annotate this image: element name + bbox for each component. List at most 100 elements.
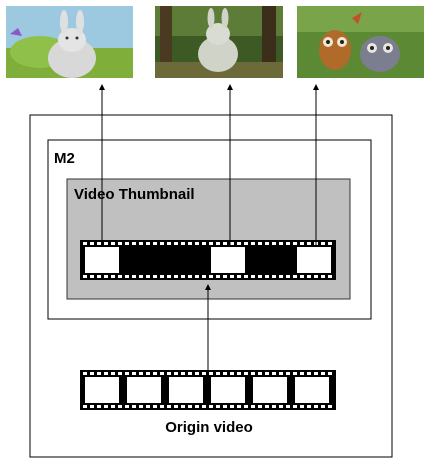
film-perforation <box>307 405 311 408</box>
selected-frame-2 <box>211 247 245 273</box>
film-perforation <box>237 372 241 375</box>
film-perforation <box>307 372 311 375</box>
film-perforation <box>230 275 234 278</box>
film-perforation <box>300 242 304 245</box>
filmstrip-perforations-top <box>83 372 332 375</box>
film-perforation <box>251 275 255 278</box>
film-perforation <box>146 242 150 245</box>
origin-video-label: Origin video <box>165 419 253 436</box>
film-perforation <box>125 275 129 278</box>
film-perforation <box>146 405 150 408</box>
film-perforation <box>314 405 318 408</box>
film-perforation <box>230 372 234 375</box>
film-perforation <box>202 275 206 278</box>
film-perforation <box>321 372 325 375</box>
film-perforation <box>83 405 87 408</box>
film-perforation <box>153 275 157 278</box>
film-perforation <box>132 242 136 245</box>
film-perforation <box>90 275 94 278</box>
film-perforation <box>258 372 262 375</box>
film-perforation <box>118 275 122 278</box>
film-perforation <box>202 242 206 245</box>
film-perforation <box>293 275 297 278</box>
filmstrip-perforations-bottom <box>83 405 332 408</box>
film-perforation <box>223 242 227 245</box>
film-perforation <box>223 275 227 278</box>
film-perforation <box>251 405 255 408</box>
film-perforation <box>328 242 332 245</box>
film-perforation <box>293 405 297 408</box>
film-perforation <box>230 242 234 245</box>
film-perforation <box>125 242 129 245</box>
origin-frame <box>295 377 329 403</box>
film-perforation <box>160 275 164 278</box>
origin-frame <box>253 377 287 403</box>
film-perforation <box>258 275 262 278</box>
film-perforation <box>216 275 220 278</box>
film-perforation <box>300 405 304 408</box>
film-perforation <box>139 372 143 375</box>
film-perforation <box>188 372 192 375</box>
film-perforation <box>251 372 255 375</box>
film-perforation <box>83 275 87 278</box>
film-perforation <box>209 405 213 408</box>
film-perforation <box>111 275 115 278</box>
film-perforation <box>237 242 241 245</box>
film-perforation <box>293 242 297 245</box>
film-perforation <box>272 275 276 278</box>
origin-frame <box>127 377 161 403</box>
film-perforation <box>307 242 311 245</box>
film-perforation <box>209 242 213 245</box>
film-perforation <box>153 405 157 408</box>
film-perforation <box>174 275 178 278</box>
video-thumbnail-label: Video Thumbnail <box>74 186 195 203</box>
film-perforation <box>328 275 332 278</box>
film-perforation <box>223 372 227 375</box>
film-perforation <box>216 405 220 408</box>
film-perforation <box>286 275 290 278</box>
film-perforation <box>181 242 185 245</box>
film-perforation <box>321 405 325 408</box>
film-perforation <box>188 405 192 408</box>
origin-frame <box>85 377 119 403</box>
film-perforation <box>97 275 101 278</box>
film-perforation <box>90 242 94 245</box>
film-perforation <box>153 372 157 375</box>
film-perforation <box>293 372 297 375</box>
film-perforation <box>146 372 150 375</box>
film-perforation <box>146 275 150 278</box>
film-perforation <box>202 372 206 375</box>
film-perforation <box>132 372 136 375</box>
m2-label: M2 <box>54 150 75 167</box>
film-perforation <box>118 372 122 375</box>
film-perforation <box>160 242 164 245</box>
film-perforation <box>139 405 143 408</box>
film-perforation <box>279 242 283 245</box>
film-perforation <box>216 242 220 245</box>
film-perforation <box>104 405 108 408</box>
film-perforation <box>125 405 129 408</box>
film-perforation <box>223 405 227 408</box>
filmstrip-perforations-bottom <box>83 275 332 278</box>
film-perforation <box>202 405 206 408</box>
film-perforation <box>265 405 269 408</box>
film-perforation <box>321 242 325 245</box>
film-perforation <box>209 275 213 278</box>
film-perforation <box>328 372 332 375</box>
outer-container <box>29 114 393 458</box>
film-perforation <box>258 242 262 245</box>
film-perforation <box>272 405 276 408</box>
film-perforation <box>195 372 199 375</box>
film-perforation <box>104 372 108 375</box>
film-perforation <box>97 405 101 408</box>
film-perforation <box>237 405 241 408</box>
film-perforation <box>118 242 122 245</box>
thumbnail-image-2 <box>155 6 283 78</box>
film-perforation <box>307 275 311 278</box>
film-perforation <box>125 372 129 375</box>
film-perforation <box>83 372 87 375</box>
film-perforation <box>97 372 101 375</box>
film-perforation <box>195 405 199 408</box>
film-perforation <box>258 405 262 408</box>
film-perforation <box>251 242 255 245</box>
